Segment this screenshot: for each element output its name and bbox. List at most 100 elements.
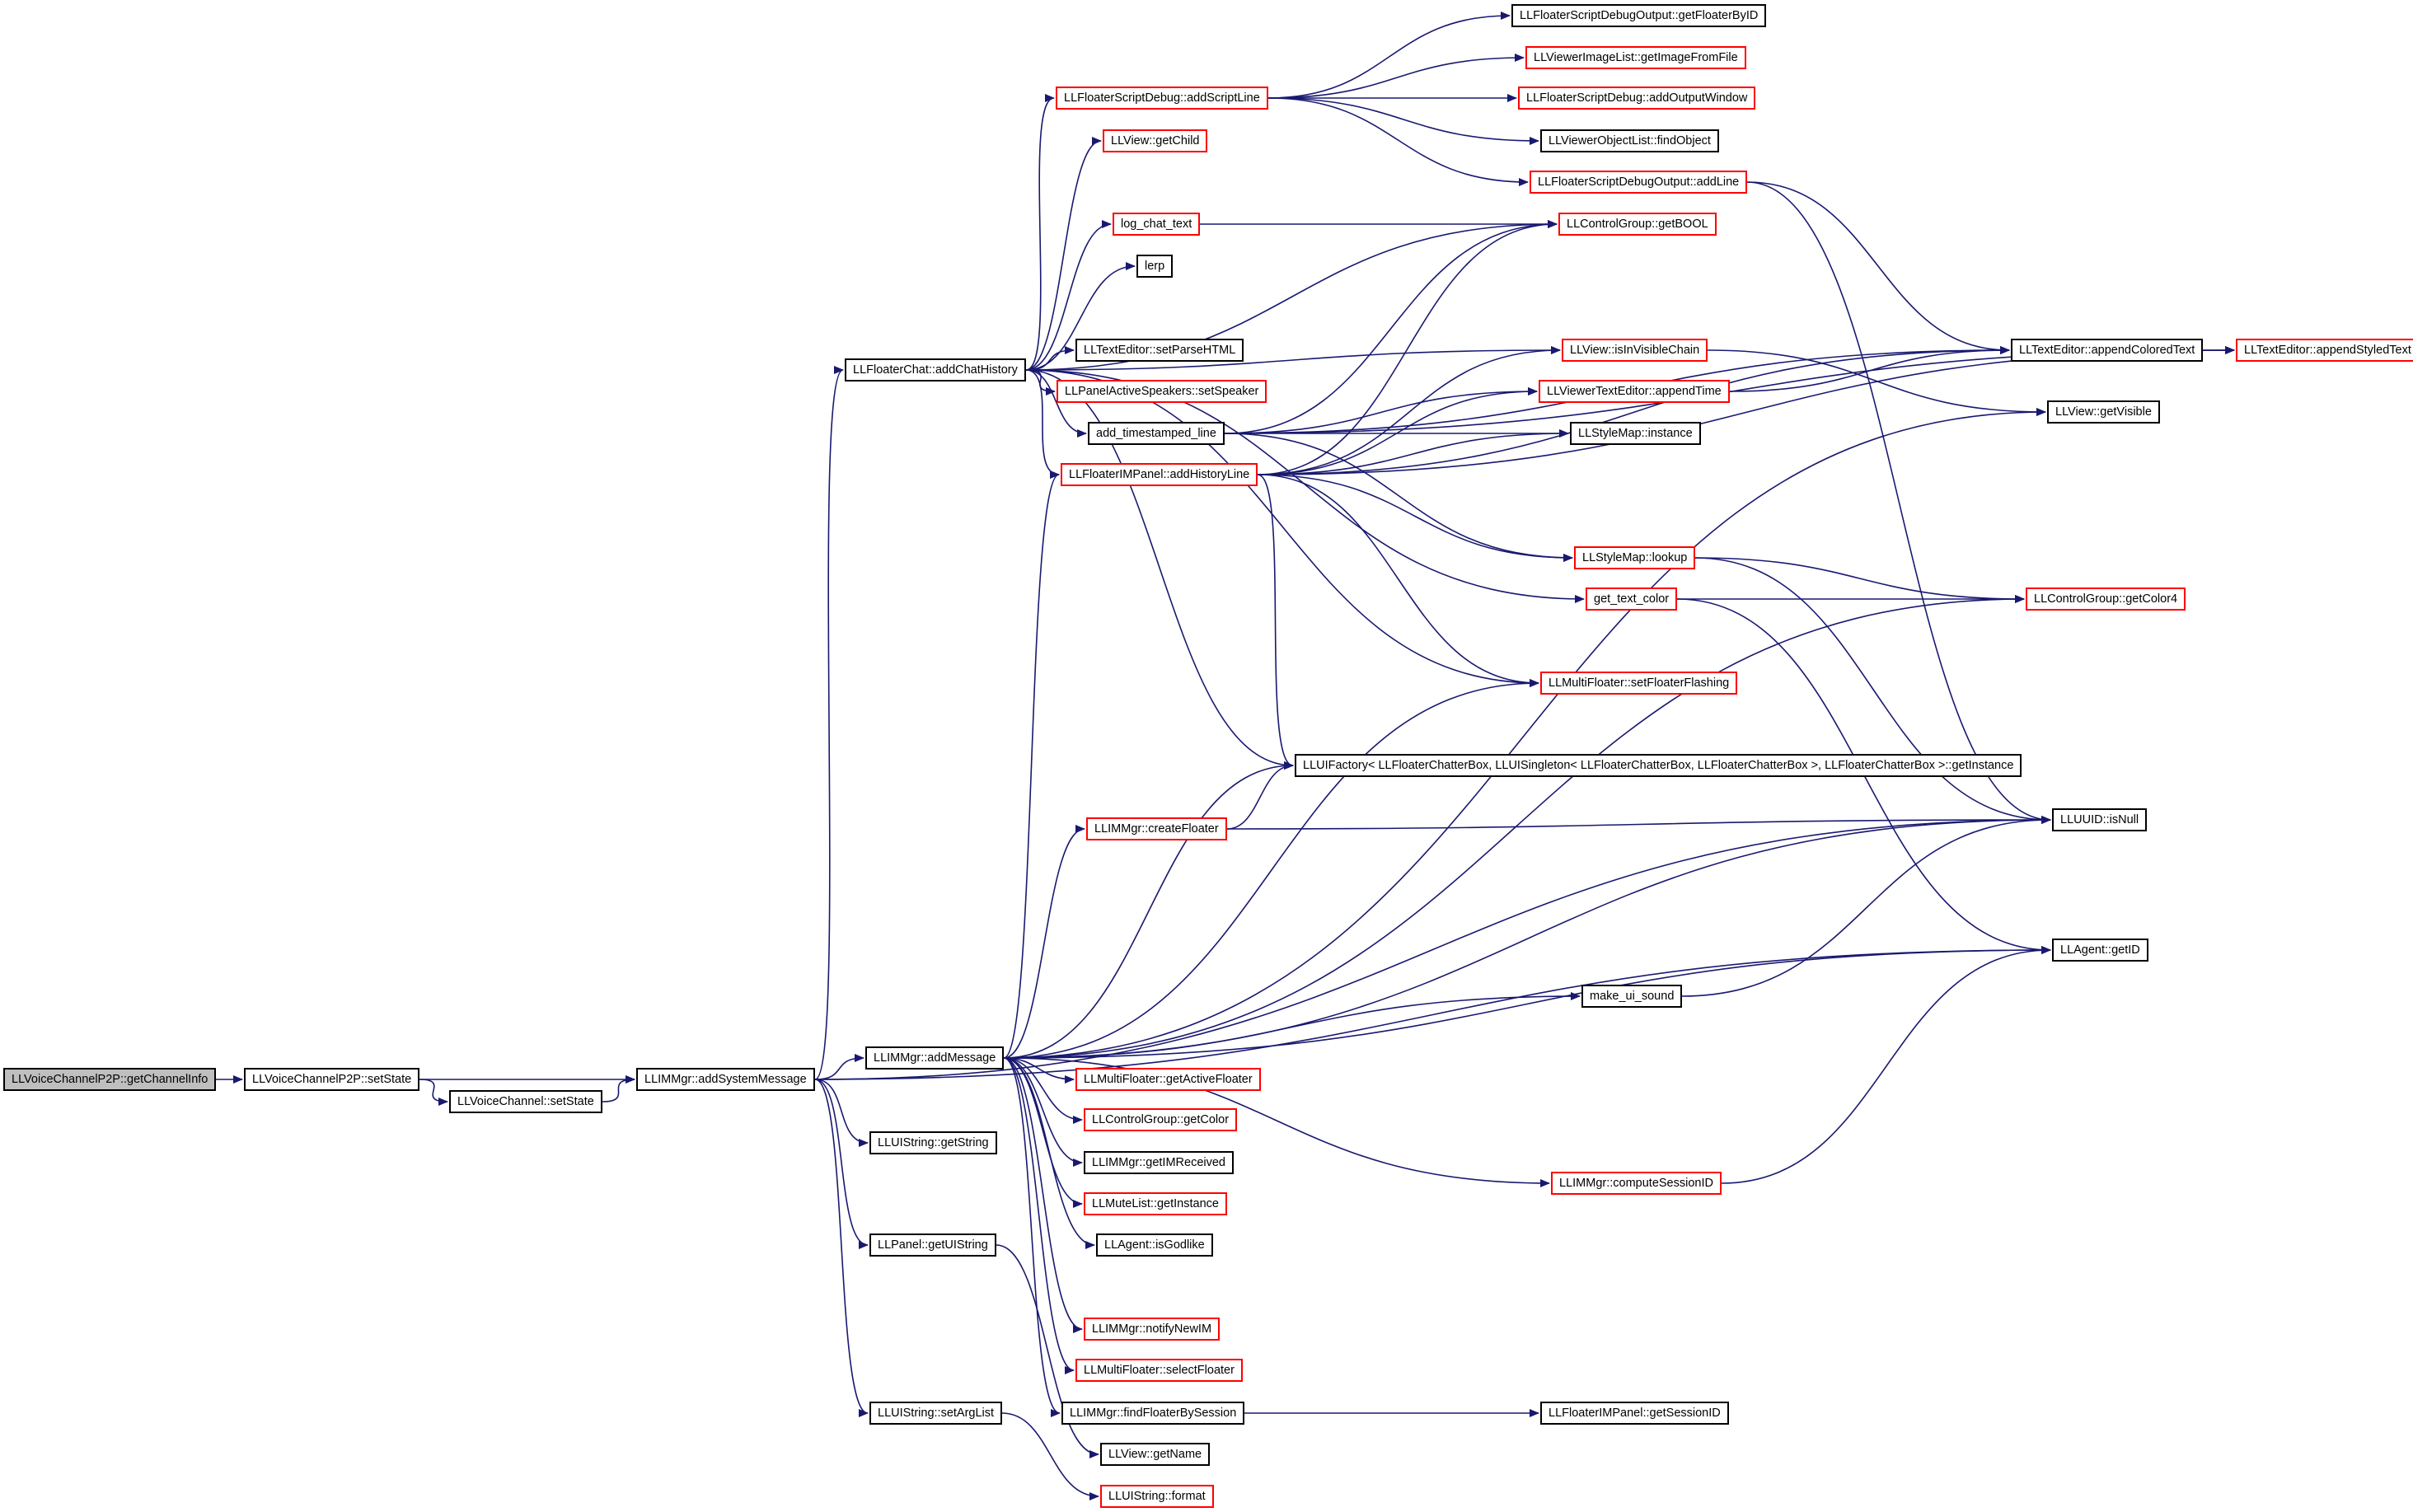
edge-addScriptLine-to-getImageFromFile — [1267, 54, 1525, 99]
node-stylemap-instance[interactable]: LLStyleMap::instance — [1570, 422, 1701, 445]
edge-addMessage-to-findFloaterBySession — [1003, 1057, 1061, 1417]
edge-computeSessionID-to-agentGetID — [1721, 946, 2051, 1184]
edge-addScriptLine-to-addLine — [1267, 97, 1529, 186]
node-getcolor4[interactable]: LLControlGroup::getColor4 — [2026, 587, 2186, 611]
node-getbool[interactable]: LLControlGroup::getBOOL — [1558, 213, 1717, 236]
edge-addSystemMessage-to-uiGetString — [814, 1079, 869, 1147]
node-getimreceived[interactable]: LLIMMgr::getIMReceived — [1084, 1151, 1234, 1174]
node-appendcoloredtext[interactable]: LLTextEditor::appendColoredText — [2011, 339, 2204, 362]
node-addchathistory[interactable]: LLFloaterChat::addChatHistory — [845, 358, 1026, 382]
node-make-ui-sound[interactable]: make_ui_sound — [1581, 985, 1683, 1008]
node-stylemap-lookup[interactable]: LLStyleMap::lookup — [1574, 546, 1696, 569]
node-uistring-getstring[interactable]: LLUIString::getString — [869, 1131, 997, 1154]
node-voicechannel-setstate[interactable]: LLVoiceChannel::setState — [449, 1090, 602, 1113]
node-findfloaterbysession[interactable]: LLIMMgr::findFloaterBySession — [1061, 1402, 1245, 1425]
edge-addMessage-to-getActiveFloater — [1003, 1057, 1075, 1084]
edge-createFloater-to-isNull — [1226, 816, 2051, 830]
node-setfloaterflashing[interactable]: LLMultiFloater::setFloaterFlashing — [1540, 672, 1738, 695]
node-appendtime[interactable]: LLViewerTextEditor::appendTime — [1539, 380, 1730, 403]
edge-addHistoryLine-to-setFloaterFlashing — [1257, 474, 1539, 687]
edge-addMessage-to-setFloaterFlashing — [1003, 679, 1539, 1059]
edge-addTimestampedLine-to-appendTime — [1224, 387, 1538, 434]
node-view-getvisible[interactable]: LLView::getVisible — [2047, 400, 2160, 424]
edge-setArgList-to-format — [1001, 1412, 1099, 1500]
node-addscriptline[interactable]: LLFloaterScriptDebug::addScriptLine — [1056, 87, 1268, 110]
edge-addMessage-to-agentGetID — [1003, 946, 2051, 1059]
node-lerp[interactable]: lerp — [1136, 255, 1174, 278]
node-appendstyledtext[interactable]: LLTextEditor::appendStyledText — [2236, 339, 2413, 362]
node-getchannelinfo[interactable]: LLVoiceChannelP2P::getChannelInfo — [3, 1068, 217, 1091]
node-agent-getid[interactable]: LLAgent::getID — [2052, 939, 2148, 962]
edge-addScriptLine-to-findObject — [1267, 97, 1539, 145]
node-isinvisiblechain[interactable]: LLView::isInVisibleChain — [1562, 339, 1708, 362]
node-addmessage[interactable]: LLIMMgr::addMessage — [865, 1046, 1005, 1070]
edge-addChatHistory-to-getChild — [1025, 137, 1102, 371]
edge-addChatHistory-to-addScriptLine — [1025, 94, 1055, 371]
node-findobject[interactable]: LLViewerObjectList::findObject — [1540, 129, 1719, 152]
node-uistring-format[interactable]: LLUIString::format — [1100, 1485, 1214, 1508]
edge-addChatHistory-to-isInVisibleChain — [1025, 346, 1561, 371]
edge-addHistoryLine-to-styleMapInstance — [1257, 429, 1569, 475]
edge-makeUISound-to-isNull — [1681, 816, 2051, 997]
node-addline[interactable]: LLFloaterScriptDebugOutput::addLine — [1530, 171, 1748, 194]
edge-addMessage-to-uiFactoryGetInstance — [1003, 761, 1294, 1059]
node-createfloater[interactable]: LLIMMgr::createFloater — [1086, 817, 1227, 840]
edge-addHistoryLine-to-isInVisibleChain — [1257, 346, 1561, 475]
edge-panelGetUIString-to-getName — [996, 1244, 1099, 1458]
node-p2p-setstate[interactable]: LLVoiceChannelP2P::setState — [244, 1068, 420, 1091]
edge-addMessage-to-computeSessionID — [1003, 1057, 1550, 1187]
node-setarglist[interactable]: LLUIString::setArgList — [869, 1402, 1003, 1425]
edge-addMessage-to-addHistoryLine — [1003, 470, 1060, 1059]
node-isgodlike[interactable]: LLAgent::isGodlike — [1096, 1233, 1213, 1257]
node-getactivefloater[interactable]: LLMultiFloater::getActiveFloater — [1075, 1068, 1261, 1091]
node-addoutputwindow[interactable]: LLFloaterScriptDebug::addOutputWindow — [1518, 87, 1756, 110]
node-selectfloater[interactable]: LLMultiFloater::selectFloater — [1075, 1359, 1243, 1382]
edge-addChatHistory-to-addTimestampedLine — [1025, 369, 1087, 438]
edge-appendTime-to-appendColoredText — [1729, 346, 2010, 392]
node-getfloaterbyid[interactable]: LLFloaterScriptDebugOutput::getFloaterBy… — [1511, 4, 1767, 27]
node-getimagefromfile[interactable]: LLViewerImageList::getImageFromFile — [1525, 46, 1746, 69]
node-view-getchild[interactable]: LLView::getChild — [1103, 129, 1208, 152]
node-computesessionid[interactable]: LLIMMgr::computeSessionID — [1551, 1172, 1722, 1195]
node-setspeaker[interactable]: LLPanelActiveSpeakers::setSpeaker — [1057, 380, 1267, 403]
node-addsystemmessage[interactable]: LLIMMgr::addSystemMessage — [636, 1068, 815, 1091]
node-panel-getuistring[interactable]: LLPanel::getUIString — [869, 1233, 996, 1257]
edge-addHistoryLine-to-getBOOL — [1257, 220, 1558, 475]
edge-addLine-to-appendColoredText — [1746, 181, 2010, 354]
edge-addSystemMessage-to-setArgList — [814, 1079, 869, 1417]
edge-lookup-to-isNull — [1694, 557, 2051, 824]
node-addhistoryline[interactable]: LLFloaterIMPanel::addHistoryLine — [1061, 463, 1258, 486]
edge-addChatHistory-to-logChatText — [1025, 220, 1112, 371]
edge-addHistoryLine-to-uiFactoryGetInstance — [1257, 474, 1294, 770]
edge-addSystemMessage-to-addMessage — [814, 1054, 864, 1080]
node-setparsehtml[interactable]: LLTextEditor::setParseHTML — [1075, 339, 1244, 362]
node-log-chat-text[interactable]: log_chat_text — [1113, 213, 1201, 236]
node-getsessionid[interactable]: LLFloaterIMPanel::getSessionID — [1540, 1402, 1729, 1425]
edge-addMessage-to-selectFloater — [1003, 1057, 1075, 1374]
edge-addMessage-to-isNull — [1003, 816, 2051, 1059]
edge-addMessage-to-createFloater — [1003, 825, 1085, 1059]
edge-addLine-to-isNull — [1746, 181, 2051, 824]
node-get-text-color[interactable]: get_text_color — [1586, 587, 1678, 611]
node-add-timestamped-line[interactable]: add_timestamped_line — [1088, 422, 1225, 445]
node-mutelist-getinstance[interactable]: LLMuteList::getInstance — [1084, 1192, 1227, 1215]
edge-addSystemMessage-to-panelGetUIString — [814, 1079, 869, 1249]
edge-addTimestampedLine-to-getBOOL — [1224, 220, 1558, 434]
node-view-getname[interactable]: LLView::getName — [1100, 1443, 1211, 1466]
edge-addMessage-to-getIMReceived — [1003, 1057, 1083, 1167]
node-uifactory-getinstance[interactable]: LLUIFactory< LLFloaterChatterBox, LLUISi… — [1295, 754, 2022, 777]
edge-addScriptLine-to-getFloaterByID — [1267, 12, 1511, 99]
edge-addMessage-to-notifyNewIM — [1003, 1057, 1083, 1333]
edge-createFloater-to-uiFactoryGetInstance — [1226, 761, 1294, 830]
edge-addHistoryLine-to-lookup — [1257, 474, 1573, 562]
edge-addMessage-to-getVisible — [1003, 408, 2046, 1059]
node-notifynewim[interactable]: LLIMMgr::notifyNewIM — [1084, 1318, 1221, 1341]
edge-addMessage-to-getColor — [1003, 1057, 1083, 1124]
node-uuid-isnull[interactable]: LLUUID::isNull — [2052, 808, 2148, 831]
edge-vcSetState-to-addSystemMessage — [602, 1075, 635, 1102]
node-getcolor[interactable]: LLControlGroup::getColor — [1084, 1108, 1238, 1131]
edge-addChatHistory-to-addHistoryLine — [1025, 369, 1060, 479]
edge-addMessage-to-getColor4 — [1003, 595, 2025, 1059]
edge-addSystemMessage-to-isNull — [814, 816, 2051, 1080]
